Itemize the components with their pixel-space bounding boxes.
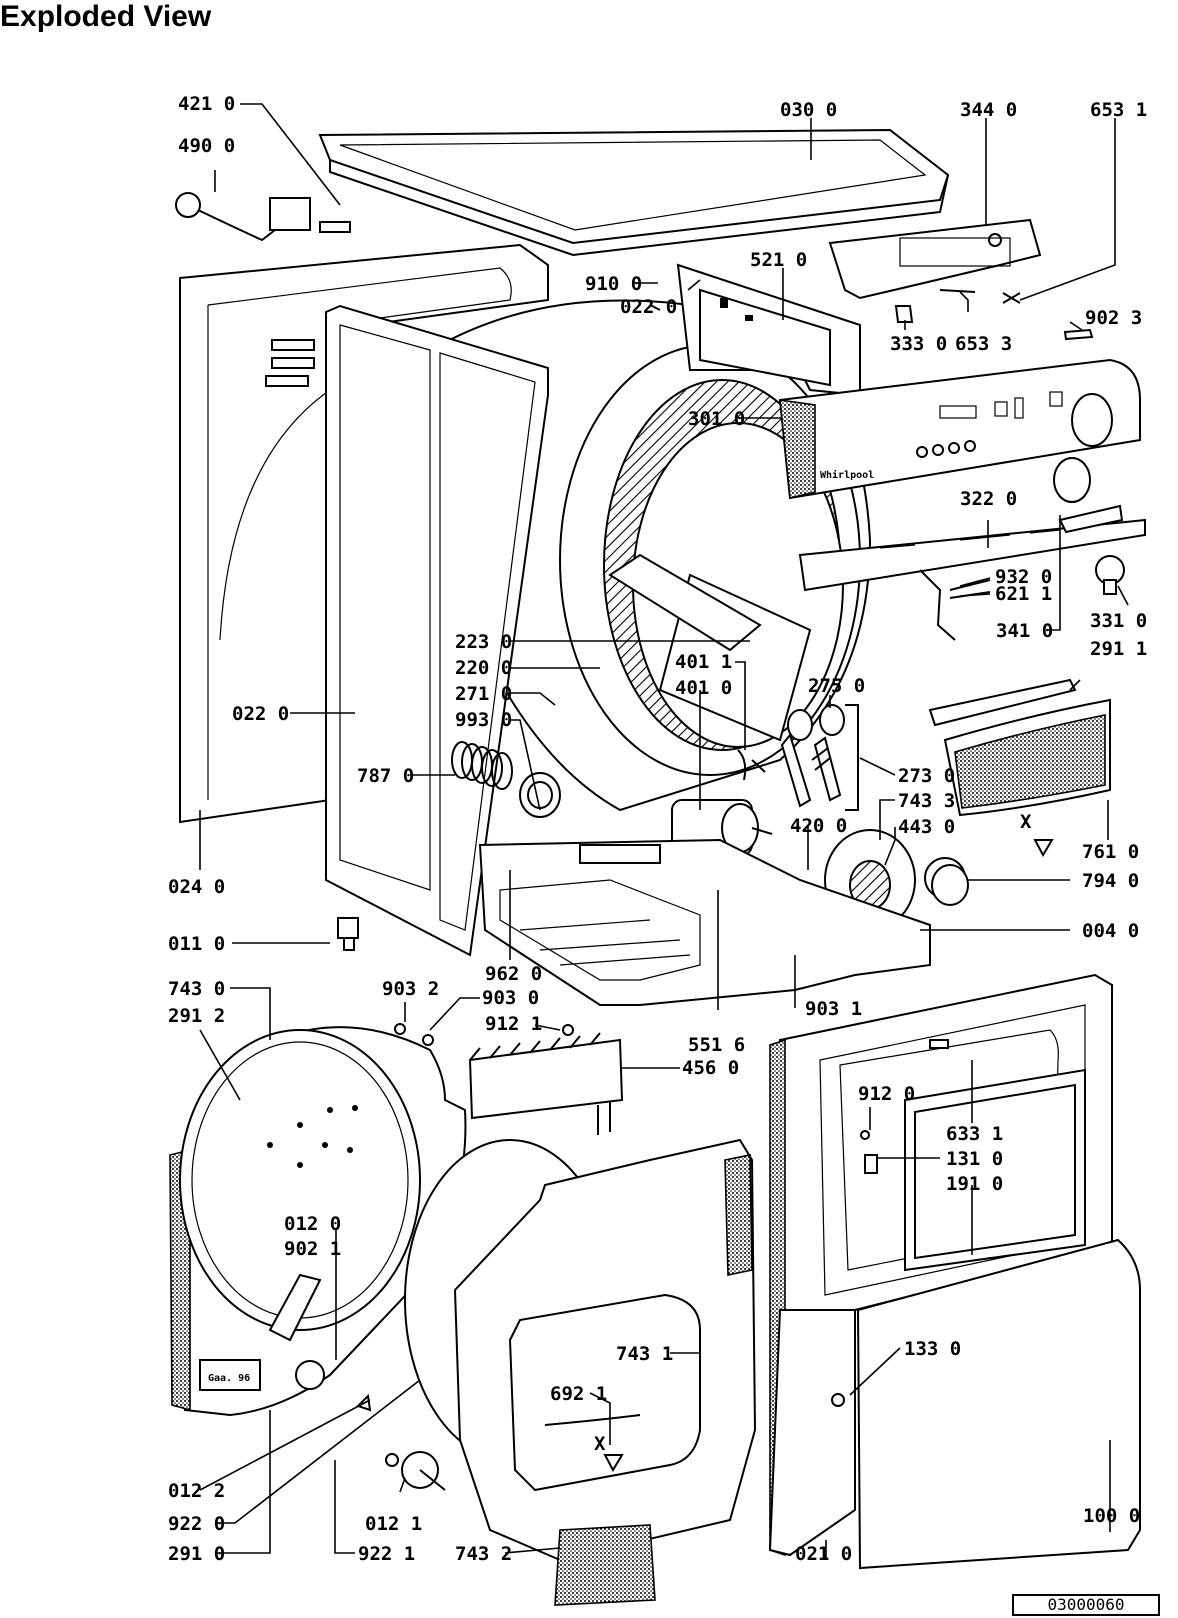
misc-small-parts	[175, 192, 1054, 1491]
lint-filter	[928, 678, 1111, 817]
part-label: 922 0	[168, 1513, 225, 1535]
view-marker: X	[594, 1433, 606, 1455]
rear-cover: Gaa. 96	[169, 1026, 467, 1417]
part-labels: 421 0 490 0 030 0 344 0 653 1 910 0 022 …	[168, 93, 1147, 1565]
leader-lines	[199, 103, 1129, 1560]
part-label: 401 1	[675, 651, 732, 673]
part-label: 011 0	[168, 933, 225, 955]
tensioner-assembly	[780, 704, 859, 811]
part-label: 421 0	[178, 93, 235, 115]
part-label: 291 0	[168, 1543, 225, 1565]
rear-bracket	[676, 263, 861, 397]
left-side-panel	[179, 243, 549, 824]
inner-rear-panel	[404, 1138, 757, 1606]
part-label: 133 0	[904, 1338, 961, 1360]
part-label: 012 1	[365, 1513, 422, 1535]
part-label: 922 1	[358, 1543, 415, 1565]
door	[768, 973, 1113, 1557]
part-label: 220 0	[455, 657, 512, 679]
part-label: 653 3	[955, 333, 1012, 355]
part-label: 794 0	[1082, 870, 1139, 892]
part-label: 271 0	[455, 683, 512, 705]
part-label: 761 0	[1082, 841, 1139, 863]
part-label: 291 1	[1090, 638, 1147, 660]
front-panel	[325, 304, 549, 957]
part-label: 743 0	[168, 978, 225, 1000]
view-marker: X	[1020, 811, 1032, 833]
brand-badge: Whirlpool	[820, 469, 874, 481]
part-label: 456 0	[682, 1057, 739, 1079]
part-label: 275 0	[808, 675, 865, 697]
part-label: 344 0	[960, 99, 1017, 121]
part-label: 912 1	[485, 1013, 542, 1035]
part-label: 633 1	[946, 1123, 1003, 1145]
part-label: 341 0	[996, 620, 1053, 642]
part-label: 653 1	[1090, 99, 1147, 121]
part-label: 022 0	[620, 296, 677, 318]
part-label: 291 2	[168, 1005, 225, 1027]
part-label: 024 0	[168, 876, 225, 898]
part-label: 521 0	[750, 249, 807, 271]
part-label: 100 0	[1083, 1505, 1140, 1527]
part-label: 993 0	[455, 709, 512, 731]
top-cover	[318, 128, 950, 257]
program-strip	[798, 457, 1146, 592]
part-label: 932 0	[995, 566, 1052, 588]
small-parts-top	[894, 289, 1125, 641]
part-label: 743 2	[455, 1543, 512, 1565]
part-label: 743 1	[616, 1343, 673, 1365]
part-label: 692 1	[550, 1383, 607, 1405]
part-label: 333 0	[890, 333, 947, 355]
part-label: 331 0	[1090, 610, 1147, 632]
heating-element-rail	[468, 1032, 624, 1135]
part-label: 903 1	[805, 998, 862, 1020]
part-label: 902 1	[284, 1238, 341, 1260]
part-label: 301 0	[688, 408, 745, 430]
part-label: 420 0	[790, 815, 847, 837]
heater-coil	[451, 741, 561, 818]
part-label: 903 0	[482, 987, 539, 1009]
rear-label: Gaa. 96	[208, 1373, 250, 1384]
part-label: 223 0	[455, 631, 512, 653]
part-label: 322 0	[960, 488, 1017, 510]
part-label: 903 2	[382, 978, 439, 1000]
door-inner-cover	[831, 1238, 1141, 1570]
part-label: 787 0	[357, 765, 414, 787]
base-tray	[478, 838, 931, 1006]
part-label: 030 0	[780, 99, 837, 121]
part-label: 902 3	[1085, 307, 1142, 329]
part-label: 912 0	[858, 1083, 915, 1105]
part-label: 443 0	[898, 816, 955, 838]
part-label: 022 0	[232, 703, 289, 725]
control-panel: Whirlpool	[778, 358, 1141, 500]
part-label: 021 0	[795, 1543, 852, 1565]
part-label: 621 1	[995, 583, 1052, 605]
part-label: 131 0	[946, 1148, 1003, 1170]
part-label: 551 6	[688, 1034, 745, 1056]
part-label: 490 0	[178, 135, 235, 157]
part-label: 012 2	[168, 1480, 225, 1502]
part-label: 962 0	[485, 963, 542, 985]
part-label: 004 0	[1082, 920, 1139, 942]
part-label: 401 0	[675, 677, 732, 699]
part-label: 743 3	[898, 790, 955, 812]
page-title: Exploded View	[0, 0, 212, 33]
part-label: 273 0	[898, 765, 955, 787]
part-label: 012 0	[284, 1213, 341, 1235]
part-label: 191 0	[946, 1173, 1003, 1195]
drawing-number: 03000060	[1012, 1594, 1160, 1616]
control-board	[828, 218, 1042, 300]
part-label: 910 0	[585, 273, 642, 295]
